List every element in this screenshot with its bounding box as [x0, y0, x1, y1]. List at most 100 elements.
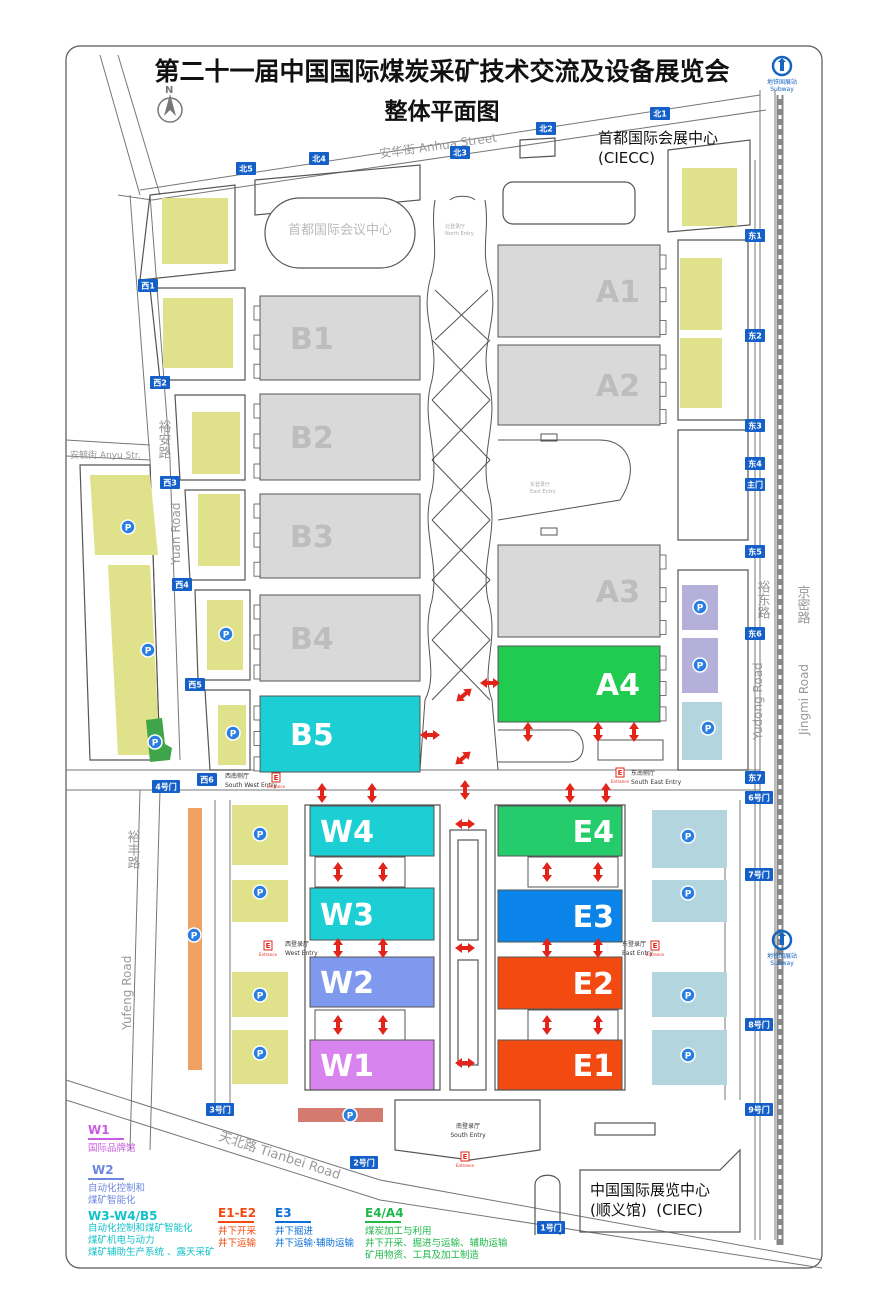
gate-badge: 1号门	[537, 1221, 565, 1234]
legend-w3-l1: 自动化控制和煤矿智能化	[88, 1223, 193, 1234]
hall-a3: A3	[497, 544, 667, 638]
gate-badge: 6号门	[745, 791, 773, 804]
hall-b4: B4	[253, 594, 421, 682]
legend-w3: W3-W4/B5 自动化控制和煤矿智能化 煤矿机电与动力 煤矿辅助生产系统 、露…	[88, 1209, 215, 1259]
legend-e3-l1: 井下掘进	[275, 1226, 314, 1237]
svg-text:西3: 西3	[163, 479, 177, 488]
hall-b3: B3	[253, 493, 421, 579]
subway-icon-north	[771, 55, 793, 77]
svg-text:东4: 东4	[748, 459, 762, 469]
legend-e4-l3: 矿用物资、工具及加工制造	[365, 1250, 480, 1261]
svg-text:P: P	[685, 992, 692, 1002]
parking-icon: P	[700, 720, 716, 736]
gate-badge: 西6	[197, 773, 217, 786]
hall-b2: B2	[253, 393, 421, 481]
gate-badge: 9号门	[745, 1103, 773, 1116]
entry-labels: 西南侧厅 South West Entry 东南侧厅 South East En…	[225, 223, 682, 1139]
svg-text:P: P	[685, 890, 692, 900]
entry-north-cn: 北登录厅	[445, 223, 465, 230]
hall-e4: E4	[497, 805, 623, 857]
entry-south-west-en: South West Entry	[225, 782, 277, 789]
subway-label-east-en: Subway	[770, 960, 794, 967]
parking-icon: P	[140, 642, 156, 658]
legend-w3-l2: 煤矿机电与动力	[88, 1235, 155, 1246]
hall-label-w2: W2	[320, 966, 374, 1001]
gate-badge: 东2	[745, 329, 765, 342]
svg-text:北3: 北3	[453, 148, 467, 158]
double-arrow-icon	[542, 1015, 552, 1035]
svg-text:P: P	[257, 831, 264, 841]
subway-label-east: 地铁国展站	[767, 952, 797, 960]
venue-ciecc-en: (CIECC)	[598, 149, 656, 167]
legend-e4-l2: 井下开采、掘进与运输、辅助运输	[365, 1238, 508, 1249]
gate-badge: 东5	[745, 545, 765, 558]
svg-text:P: P	[152, 739, 159, 749]
entry-east-mid-en: East Entry	[530, 489, 556, 495]
road-label-jingmi-en: Jingmi Road	[797, 664, 811, 736]
hall-w4: W4	[309, 805, 435, 857]
svg-text:P: P	[705, 725, 712, 735]
svg-text:西6: 西6	[200, 776, 214, 785]
svg-text:东3: 东3	[748, 421, 762, 431]
hall-b1: B1	[253, 295, 421, 381]
legend-w2-l2: 煤矿智能化	[88, 1195, 136, 1206]
hall-label-e2: E2	[573, 967, 614, 1002]
map-subtitle: 整体平面图	[384, 98, 500, 125]
hall-label-b5: B5	[290, 718, 334, 753]
double-arrow-icon	[593, 722, 603, 742]
entry-south-west-cn: 西南侧厅	[225, 772, 249, 780]
conference-center	[264, 197, 416, 269]
svg-text:Entrance: Entrance	[611, 779, 629, 784]
subway-label-north: 地铁国展站	[767, 78, 797, 86]
svg-text:Entrance: Entrance	[259, 952, 277, 957]
parking-icon: P	[218, 626, 234, 642]
compass-icon: N	[157, 85, 183, 123]
legend-w1-line	[88, 1138, 124, 1140]
hall-a1: A1	[497, 244, 667, 338]
svg-text:P: P	[125, 524, 132, 534]
legend-e4: E4/A4 煤炭加工与利用 井下开采、掘进与运输、辅助运输 矿用物资、工具及加工…	[365, 1206, 508, 1262]
svg-text:Entrance: Entrance	[456, 1163, 474, 1168]
legend-e1: E1-E2 井下开采 井下运输	[218, 1206, 256, 1250]
svg-text:Entrance: Entrance	[267, 784, 285, 789]
legend-w2-head: W2	[92, 1163, 114, 1177]
double-arrow-icon	[317, 783, 327, 803]
road-label-yudong-en: Yudong Road	[751, 662, 765, 741]
svg-text:8号门: 8号门	[748, 1020, 770, 1030]
gate-badge: 2号门	[350, 1156, 378, 1169]
hall-e1: E1	[497, 1039, 623, 1091]
gate-badge: 东4	[745, 457, 765, 470]
svg-text:P: P	[191, 932, 198, 942]
svg-text:西4: 西4	[175, 581, 189, 590]
parking-icon: P	[680, 987, 696, 1003]
gate-badge: 北1	[650, 107, 670, 120]
entry-north-en: North Entry	[445, 231, 474, 237]
svg-text:西1: 西1	[141, 282, 155, 291]
parking-icon: P	[252, 987, 268, 1003]
legend-e1-line	[218, 1221, 254, 1223]
legend-w1-l1: 国际品牌馆	[88, 1143, 136, 1154]
parking-icon: P	[692, 657, 708, 673]
gate-badge: 主门	[745, 478, 765, 491]
svg-text:北4: 北4	[312, 154, 326, 164]
double-arrow-icon	[378, 862, 388, 882]
double-arrow-icon	[542, 938, 552, 958]
gate-badge: 8号门	[745, 1018, 773, 1031]
entry-south-en: South Entry	[450, 1132, 486, 1139]
gate-badge: 北5	[236, 162, 256, 175]
kiosk-1	[540, 433, 558, 442]
gate-badges: 北1北2北3北4北5东1东2东3东4主门东5东6东7西1西2西3西4西5西61号…	[138, 107, 773, 1234]
hall-label-b1: B1	[290, 322, 334, 357]
svg-text:东5: 东5	[748, 547, 762, 557]
subway-label-north-en: Subway	[770, 86, 794, 93]
road-label-yuan-en: Yuan Road	[169, 503, 183, 566]
gate-badge: 东3	[745, 419, 765, 432]
hall-w2: W2	[309, 956, 435, 1008]
svg-text:P: P	[685, 833, 692, 843]
gate-badge: 西5	[185, 678, 205, 691]
double-arrow-icon	[333, 862, 343, 882]
double-arrow-icon	[593, 862, 603, 882]
svg-text:东7: 东7	[748, 773, 762, 783]
double-arrow-icon	[420, 730, 440, 740]
